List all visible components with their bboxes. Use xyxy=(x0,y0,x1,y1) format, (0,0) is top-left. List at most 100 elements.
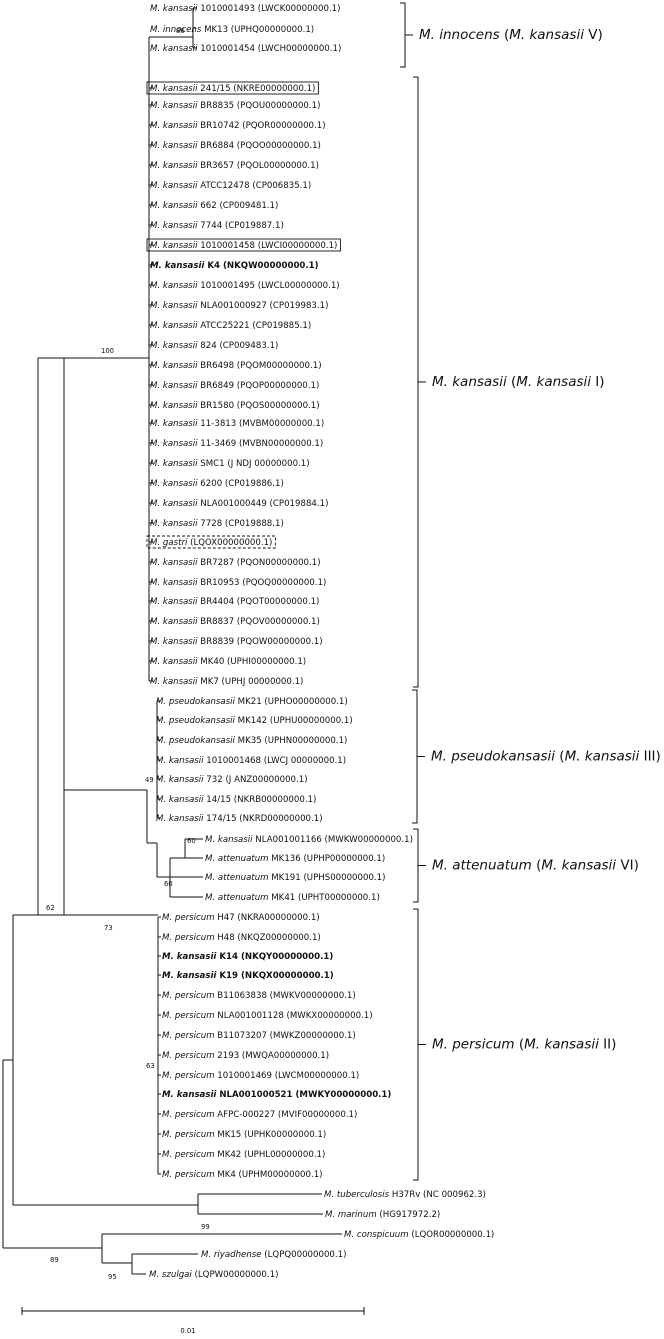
taxon-label: M. szulgai (LQPW00000000.1) xyxy=(149,1270,278,1280)
taxon-species: M. gastri xyxy=(150,538,188,548)
taxon-label: M. kansasii 1010001454 (LWCH00000000.1) xyxy=(150,44,341,54)
taxon-species: M. persicum xyxy=(162,1051,215,1061)
taxon-label: M. kansasii BR6849 (PQOP00000000.1) xyxy=(150,381,319,391)
taxon-strain: NLA001000449 (CP019884.1) xyxy=(198,499,329,509)
clade-label: M. kansasii (M. kansasii I) xyxy=(432,374,605,390)
taxon-strain: H37Rv (NC 000962.3) xyxy=(389,1190,486,1200)
taxon-species: M. kansasii xyxy=(150,558,198,568)
taxon-species: M. pseudokansasii xyxy=(156,736,236,746)
bootstrap-value: 62 xyxy=(46,904,55,912)
taxon-species: M. kansasii xyxy=(150,341,198,351)
taxon-label: M. kansasii NLA001001166 (MWKW00000000.1… xyxy=(205,835,413,845)
taxon-species: M. szulgai xyxy=(149,1270,192,1280)
taxon-species: M. kansasii xyxy=(150,161,198,171)
taxon-strain: (LQOX00000000.1) xyxy=(187,538,272,548)
taxon-strain: MK7 (UPHJ 00000000.1) xyxy=(198,677,304,687)
taxon-strain: BR8835 (PQOU00000000.1) xyxy=(198,101,321,111)
taxon-strain: 241/15 (NKRE00000000.1) xyxy=(198,84,316,94)
taxon-strain: BR4404 (PQOT00000000.1) xyxy=(198,597,320,607)
taxon-species: M. attenuatum xyxy=(205,893,269,903)
taxon-strain: 1010001454 (LWCH00000000.1) xyxy=(198,44,342,54)
taxon-strain: SMC1 (J NDJ 00000000.1) xyxy=(198,459,310,469)
taxon-label: M. kansasii 7744 (CP019887.1) xyxy=(150,221,284,231)
taxon-strain: MK136 (UPHP00000000.1) xyxy=(269,854,386,864)
taxon-strain: (LQPW00000000.1) xyxy=(192,1270,279,1280)
clade-label: M. pseudokansasii (M. kansasii III) xyxy=(431,749,661,765)
taxon-species: M. kansasii xyxy=(150,597,198,607)
taxon-strain: (LQOR00000000.1) xyxy=(409,1230,495,1240)
taxon-strain: MK40 (UPHI00000000.1) xyxy=(198,657,307,667)
taxon-label: M. kansasii BR6884 (PQOO00000000.1) xyxy=(150,141,321,151)
taxon-label: M. pseudokansasii MK35 (UPHN00000000.1) xyxy=(156,736,347,746)
taxon-label: M. kansasii 732 (J ANZ00000000.1) xyxy=(156,775,308,785)
taxon-label: M. conspicuum (LQOR00000000.1) xyxy=(344,1230,494,1240)
taxon-strain: 2193 (MWQA00000000.1) xyxy=(215,1051,330,1061)
taxon-species: M. kansasii xyxy=(150,281,198,291)
taxon-species: M. kansasii xyxy=(150,301,198,311)
bootstrap-value: 60 xyxy=(187,837,196,845)
taxon-label: M. kansasii 11-3813 (MVBM00000000.1) xyxy=(150,419,324,429)
taxon-strain: H48 (NKQZ00000000.1) xyxy=(215,933,321,943)
taxon-species: M. kansasii xyxy=(150,677,198,687)
taxon-strain: MK35 (UPHN00000000.1) xyxy=(235,736,347,746)
taxon-species: M. kansasii xyxy=(150,578,198,588)
taxon-label: M. persicum NLA001001128 (MWKX00000000.1… xyxy=(162,1011,373,1021)
taxon-species: M. kansasii xyxy=(150,101,198,111)
taxon-species: M. kansasii xyxy=(150,419,198,429)
taxon-label: M. kansasii BR10742 (PQOR00000000.1) xyxy=(150,121,326,131)
taxon-species: M. persicum xyxy=(162,913,215,923)
taxon-species: M. kansasii xyxy=(156,775,204,785)
taxon-label: M. persicum AFPC-000227 (MVIF00000000.1) xyxy=(162,1110,357,1120)
bootstrap-value: 95 xyxy=(108,1273,117,1281)
taxon-species: M. kansasii xyxy=(150,261,205,271)
taxon-label: M. kansasii 1010001495 (LWCL00000000.1) xyxy=(150,281,340,291)
taxon-species: M. kansasii xyxy=(150,401,198,411)
taxon-strain: BR1580 (PQOS00000000.1) xyxy=(198,401,320,411)
taxon-strain: 7744 (CP019887.1) xyxy=(198,221,284,231)
taxon-label: M. persicum MK15 (UPHK00000000.1) xyxy=(162,1130,326,1140)
taxon-species: M. persicum xyxy=(162,1110,215,1120)
taxon-species: M. pseudokansasii xyxy=(156,716,236,726)
taxon-strain: 662 (CP009481.1) xyxy=(198,201,279,211)
taxon-label: M. gastri (LQOX00000000.1) xyxy=(150,538,272,548)
taxon-species: M. persicum xyxy=(162,933,215,943)
taxon-label: M. riyadhense (LQPQ00000000.1) xyxy=(201,1250,346,1260)
taxon-label: M. kansasii 662 (CP009481.1) xyxy=(150,201,278,211)
taxon-species: M. attenuatum xyxy=(205,854,269,864)
taxon-label: M. kansasii BR8837 (PQOV00000000.1) xyxy=(150,617,320,627)
taxon-species: M. kansasii xyxy=(150,141,198,151)
taxon-label: M. kansasii BR4404 (PQOT00000000.1) xyxy=(150,597,319,607)
taxon-label: M. kansasii K19 (NKQX00000000.1) xyxy=(162,971,334,981)
taxon-strain: K4 (NKQW00000000.1) xyxy=(204,261,318,271)
scale-bar-label: 0.01 xyxy=(180,1327,195,1335)
taxon-strain: MK142 (UPHU00000000.1) xyxy=(235,716,353,726)
taxon-label: M. kansasii K14 (NKQY00000000.1) xyxy=(162,952,333,962)
taxon-label: M. marinum (HG917972.2) xyxy=(325,1210,440,1220)
taxon-species: M. pseudokansasii xyxy=(156,697,236,707)
taxon-label: M. tuberculosis H37Rv (NC 000962.3) xyxy=(324,1190,486,1200)
clade-label: M. innocens (M. kansasii V) xyxy=(419,27,603,43)
taxon-label: M. kansasii 174/15 (NKRD00000000.1) xyxy=(156,814,323,824)
bootstrap-value: 63 xyxy=(146,1062,155,1070)
taxon-species: M. kansasii xyxy=(150,201,198,211)
tree-branches xyxy=(2,7,342,1275)
taxon-species: M. kansasii xyxy=(205,835,253,845)
taxon-strain: NLA001001166 (MWKW00000000.1) xyxy=(253,835,413,845)
clade-label: M. attenuatum (M. kansasii VI) xyxy=(432,858,639,874)
taxon-species: M. kansasii xyxy=(156,756,204,766)
taxon-species: M. persicum xyxy=(162,1150,215,1160)
taxon-species: M. kansasii xyxy=(150,121,198,131)
clade-bracket xyxy=(413,828,426,903)
taxon-strain: K19 (NKQX00000000.1) xyxy=(216,971,333,981)
taxon-label: M. pseudokansasii MK142 (UPHU00000000.1) xyxy=(156,716,353,726)
taxon-strain: BR7287 (PQON00000000.1) xyxy=(198,558,321,568)
taxon-species: M. kansasii xyxy=(150,499,198,509)
taxon-strain: MK42 (UPHL00000000.1) xyxy=(215,1150,326,1160)
taxon-strain: (LQPQ00000000.1) xyxy=(262,1250,347,1260)
taxon-species: M. kansasii xyxy=(150,44,198,54)
taxon-strain: MK41 (UPHT00000000.1) xyxy=(269,893,380,903)
taxon-strain: ATCC25221 (CP019885.1) xyxy=(198,321,312,331)
taxon-label: M. persicum 1010001469 (LWCM00000000.1) xyxy=(162,1071,359,1081)
taxon-strain: MK13 (UPHQ00000000.1) xyxy=(201,25,314,35)
taxon-strain: BR3657 (PQOL00000000.1) xyxy=(198,161,319,171)
